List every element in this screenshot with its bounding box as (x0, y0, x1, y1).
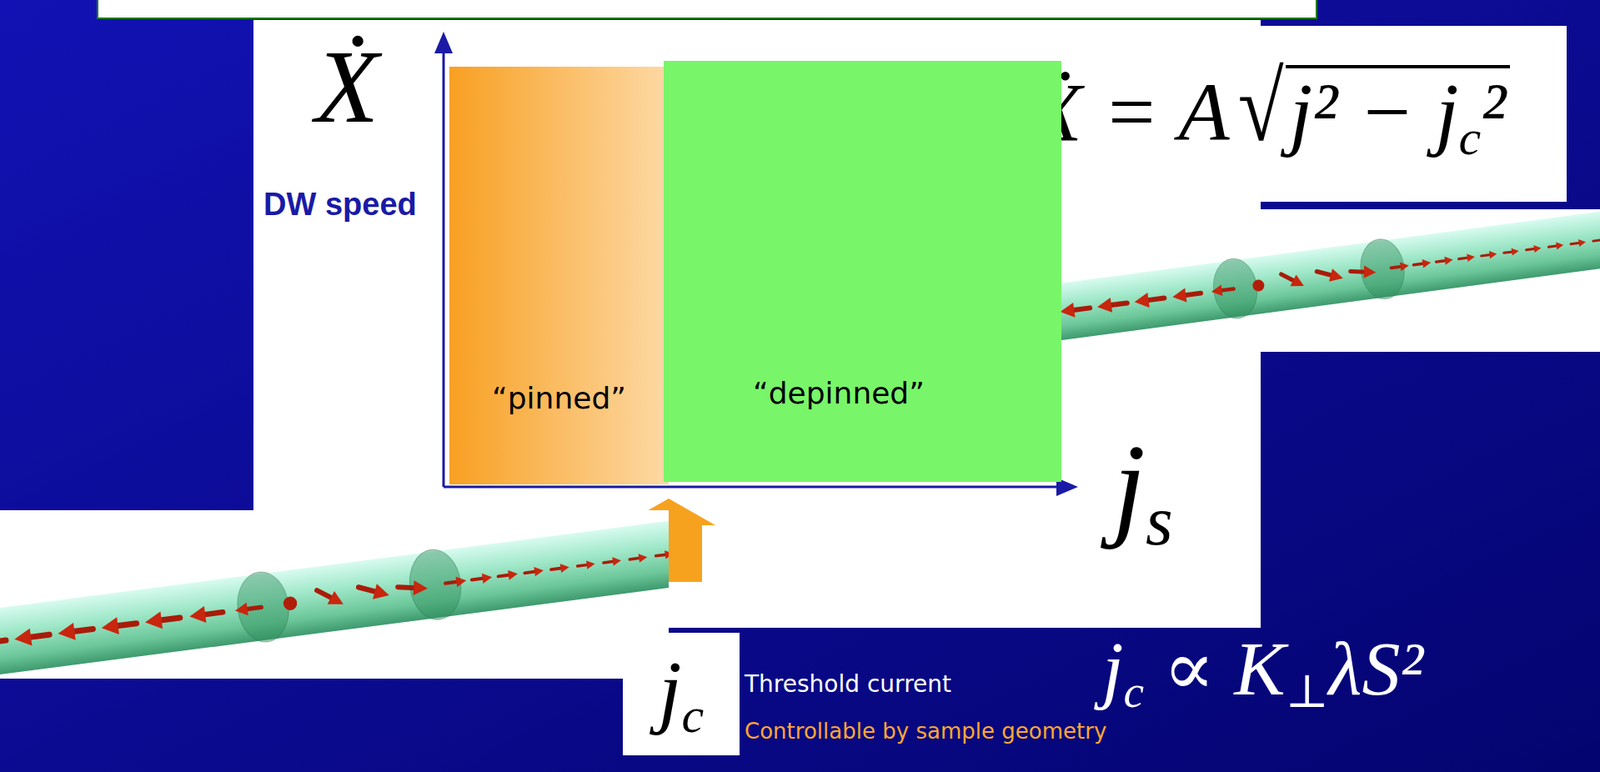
y-axis (442, 48, 446, 487)
threshold-formula: jc ∝ K⊥λS² (1102, 630, 1424, 716)
velocity-axis-label: Ẋ (315, 35, 379, 140)
y-axis-head (434, 31, 453, 54)
pinned-region: “pinned” (449, 66, 669, 485)
formula-box-text: Ẋ = A√j² − jc² (1031, 65, 1510, 163)
formula-box: Ẋ = A√j² − jc² (974, 25, 1567, 202)
math-part: √ (1238, 58, 1285, 157)
current-axis-label: js (1113, 426, 1174, 557)
axis-title: DW speed (263, 188, 417, 221)
pinned-region-text: “pinned” (491, 380, 627, 417)
depinned-wire (1010, 209, 1600, 352)
math-part: c (1123, 666, 1145, 718)
math-part: c (682, 687, 705, 743)
math-part: ⊥ (1285, 666, 1330, 718)
threshold-box-text: jc (658, 648, 704, 741)
math-part: j² − jc² (1285, 65, 1511, 163)
threshold-box: jc (622, 632, 740, 756)
math-part: c (1459, 110, 1482, 166)
math-part: s (1145, 481, 1174, 560)
depinned-region: “depinned” (663, 60, 1062, 482)
depinned-region-text: “depinned” (752, 375, 925, 412)
threshold-label: Threshold current (744, 672, 952, 697)
title-strip (97, 0, 1317, 19)
pinned-wire (0, 510, 669, 679)
geometry-note: Controllable by sample geometry (744, 720, 1107, 743)
x-axis (443, 486, 1061, 489)
